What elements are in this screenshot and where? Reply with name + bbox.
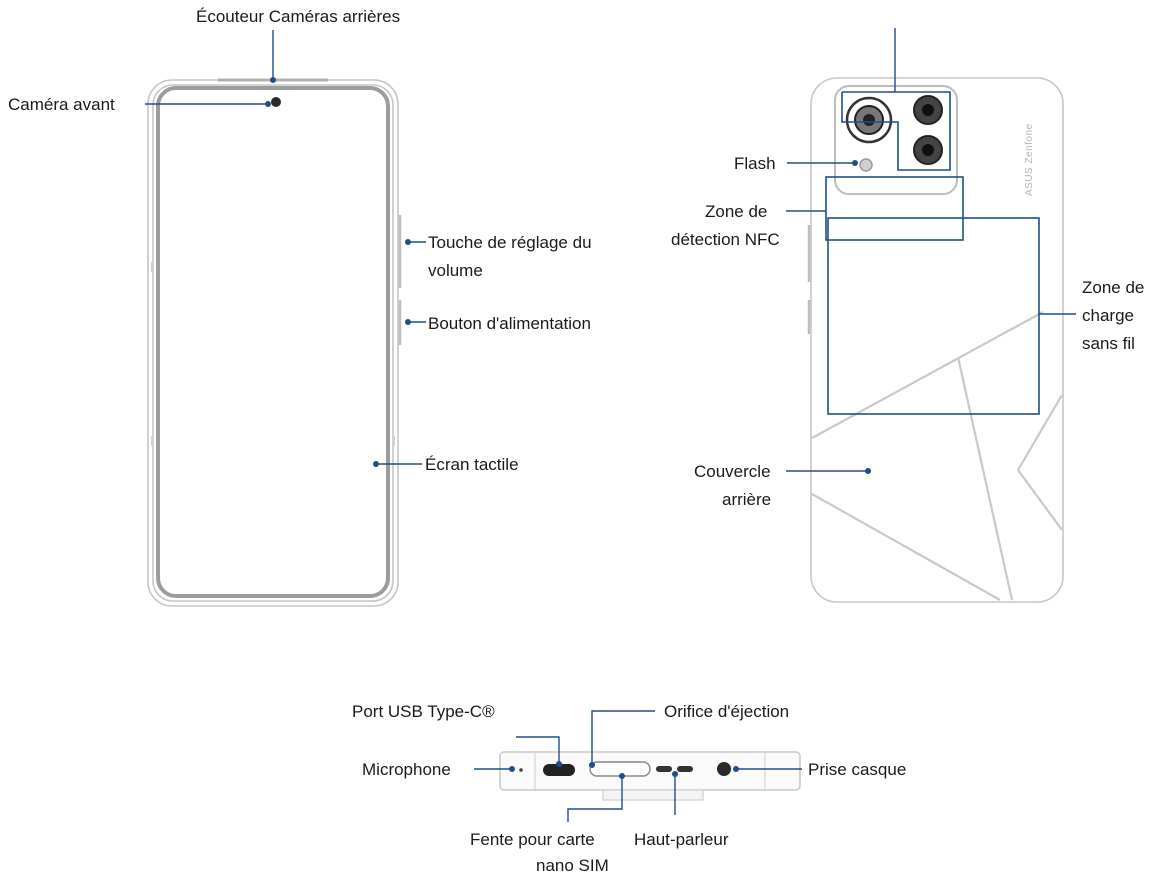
label-usb-port: Port USB Type-C® — [352, 702, 495, 721]
front-phone-frame — [152, 84, 394, 602]
flash-led — [859, 158, 873, 172]
second-camera-center — [922, 104, 934, 116]
label-power-key: Bouton d'alimentation — [428, 314, 591, 333]
front-view — [147, 78, 402, 607]
speaker-slot — [677, 766, 693, 772]
label-headphone-jack: Prise casque — [808, 760, 906, 779]
brand-text: ASUS Zenfone — [1024, 123, 1035, 196]
label-back-cover-line1: Couvercle — [694, 462, 771, 481]
label-camera-avant: Caméra avant — [8, 95, 115, 114]
label-sim-slot-line1: Fente pour carte — [470, 830, 595, 849]
label-volume-key-line1: Touche de réglage du — [428, 233, 592, 252]
bottom-edge-lower — [602, 789, 704, 801]
label-flash: Flash — [734, 154, 776, 173]
touch-screen — [156, 86, 390, 598]
back-leaders — [786, 28, 1076, 474]
usb-c-port — [543, 764, 575, 776]
label-speaker: Haut-parleur — [634, 830, 729, 849]
back-phone-body — [810, 77, 1064, 603]
label-microphone: Microphone — [362, 760, 451, 779]
label-back-cover-line2: arrière — [722, 490, 771, 509]
headphone-jack — [717, 762, 731, 776]
front-camera — [271, 97, 281, 107]
bottom-leaders — [474, 710, 802, 822]
main-camera-center — [863, 114, 875, 126]
speaker-slot — [656, 766, 672, 772]
third-camera-center — [922, 144, 934, 156]
label-eject-hole: Orifice d'éjection — [664, 702, 789, 721]
label-nfc-line2: détection NFC — [671, 230, 780, 249]
label-charge-line1: Zone de — [1082, 278, 1144, 297]
rear-camera-outline — [841, 91, 951, 171]
bottom-view — [499, 751, 801, 801]
label-nfc-line1: Zone de — [705, 202, 767, 221]
label-charge-line3: sans fil — [1082, 334, 1135, 353]
label-sim-slot-line2: nano SIM — [536, 856, 609, 875]
back-view: ASUS Zenfone — [807, 77, 1064, 603]
microphone-hole — [519, 768, 523, 772]
label-charge-line2: charge — [1082, 306, 1134, 325]
label-ecouteur-cameras: Écouteur Caméras arrières — [196, 7, 400, 26]
label-touch-screen: Écran tactile — [425, 455, 519, 474]
front-leaders — [145, 30, 426, 467]
nfc-zone — [825, 176, 964, 241]
wireless-charging-zone — [827, 217, 1040, 415]
label-volume-key-line2: volume — [428, 261, 483, 280]
